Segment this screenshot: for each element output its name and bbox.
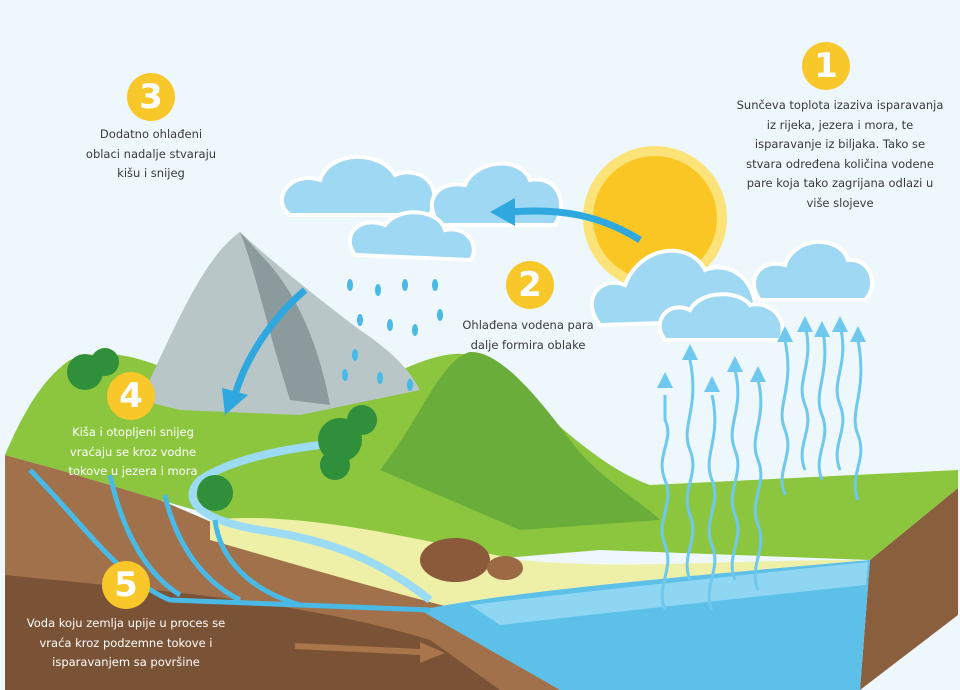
text-line: vraća kroz podzemne tokove i: [39, 635, 213, 650]
river: [188, 441, 433, 604]
text-line: Ohlađena vodena para: [462, 318, 594, 332]
step-1-description: Sunčeva toplota izaziva isparavanja iz r…: [700, 96, 960, 213]
trees: [67, 348, 377, 511]
raindrops: [342, 279, 443, 391]
precipitation-arrow-head: [222, 388, 248, 415]
text-line: vraćaju se kroz vodne: [69, 444, 197, 459]
text-line: iz rijeka, jezera i mora, te: [766, 117, 914, 132]
text-line: Voda koju zemlja upije u proces se: [26, 616, 226, 630]
text-line: Sunčeva toplota izaziva isparavanja: [736, 98, 944, 112]
sand-beach: [210, 518, 860, 615]
step-2-badge: 2: [506, 261, 554, 309]
soil-right: [860, 488, 958, 690]
mountain-shadow: [240, 232, 330, 405]
step-4-badge: 4: [107, 372, 155, 420]
condensation-arrow: [509, 207, 642, 243]
evaporation-arrow-heads: [657, 316, 866, 392]
step-5-description: Voda koju zemlja upije u proces se vraća…: [6, 614, 246, 673]
text-line: tokove u jezera i mora: [68, 464, 198, 478]
text-line: pare koja tako zagrijana odlazi u: [746, 176, 934, 190]
text-line: isparavanje iz biljaka. Tako se: [754, 137, 926, 151]
rock: [487, 556, 523, 580]
text-line: kišu i snijeg: [117, 166, 185, 180]
step-1-badge: 1: [802, 42, 850, 90]
precipitation-arrow: [231, 287, 308, 396]
step-3-badge: 3: [127, 73, 175, 121]
text-line: isparavanjem sa površine: [52, 655, 200, 669]
step-5-badge: 5: [102, 561, 150, 609]
rock: [420, 538, 490, 582]
flow-arrow-head: [420, 642, 445, 663]
step-3-description: Dodatno ohlađeni oblaci nadalje stvaraju…: [51, 125, 251, 184]
text-line: stvara određena količina vodene: [746, 156, 934, 171]
text-line: više slojeve: [806, 195, 874, 210]
evaporation-arrows: [660, 324, 863, 611]
green-hill: [380, 351, 660, 530]
step-2-description: Ohlađena vodena para dalje formira oblak…: [428, 316, 628, 355]
underground-streams: [28, 468, 431, 613]
flow-arrow: [294, 643, 421, 655]
text-line: Kiša i otopljeni snijeg: [72, 425, 194, 439]
condensation-arrow-head: [490, 198, 515, 226]
lake-surface: [470, 562, 868, 625]
text-line: dalje formira oblake: [470, 337, 586, 352]
text-line: oblaci nadalje stvaraju: [85, 146, 217, 161]
clouds: [279, 154, 875, 342]
text-line: Dodatno ohlađeni: [99, 127, 203, 141]
step-4-description: Kiša i otopljeni snijeg vraćaju se kroz …: [38, 423, 228, 482]
